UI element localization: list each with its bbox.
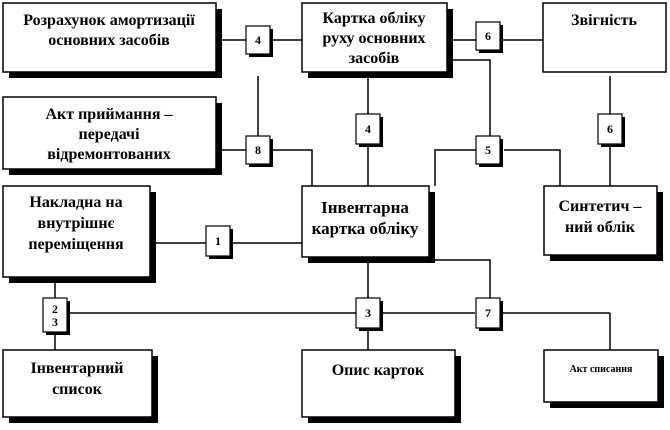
connector-inventory-tag7 — [430, 259, 491, 298]
box-reconciliation: Звігність — [542, 2, 667, 73]
box-inventory-list-line1: Інвентарний — [30, 360, 123, 377]
box-amortization-line1: Розрахунок амортизації — [23, 12, 195, 29]
box-inventory-card-line1: Інвентарна — [321, 198, 409, 217]
tag-invoice-list-line2: 3 — [52, 315, 58, 329]
tag-inventory-description: 3 — [355, 297, 383, 331]
box-internal-invoice-line1: Накладна на — [29, 194, 122, 211]
box-movement-card-line3: засобів — [349, 50, 400, 67]
box-writeoff-act-line1: Акт списання — [570, 364, 633, 375]
svg-text:8: 8 — [255, 143, 261, 157]
tag-movement-recon: 6 — [475, 21, 503, 53]
box-inventory-card-line2: картка обліку — [312, 219, 419, 238]
box-writeoff-act: Акт списання — [543, 349, 664, 408]
tag-inventory-writeoff: 7 — [475, 297, 503, 331]
tag-invoice-list-line1: 2 — [52, 302, 58, 316]
tag-acceptance: 8 — [245, 135, 273, 167]
tag-movement-inventory: 4 — [355, 113, 383, 147]
tag-movement-synthetic: 5 — [475, 135, 503, 167]
box-cards-description-line1: Опис карток — [332, 362, 425, 379]
connectors — [54, 39, 611, 350]
box-movement-card: Картка обліку руху основних засобів — [301, 2, 453, 78]
connector-tag5-right — [504, 149, 561, 186]
box-movement-card-line2: руху основних — [322, 30, 425, 47]
box-acceptance-act-line3: відремонтованих — [47, 146, 170, 163]
box-acceptance-act: Акт приймання – передачі відремонтованих — [2, 96, 222, 175]
svg-text:6: 6 — [607, 122, 613, 136]
box-internal-invoice-line2: внутрішнє — [38, 215, 115, 232]
tag-recon-synthetic: 6 — [597, 113, 625, 147]
svg-text:6: 6 — [485, 29, 491, 43]
box-synthetic: Синтетич – ний облік — [543, 185, 663, 261]
box-inventory-list-line2: список — [52, 381, 103, 398]
box-acceptance-act-line2: передачі — [78, 126, 140, 143]
tag-amort-movement: 4 — [245, 25, 273, 57]
box-amortization: Розрахунок амортизації основних засобів — [2, 2, 222, 78]
box-internal-invoice: Накладна на внутрішнє переміщення — [2, 185, 156, 283]
svg-text:4: 4 — [255, 33, 261, 47]
svg-text:1: 1 — [215, 234, 221, 248]
box-synthetic-line2: ний облік — [565, 219, 636, 236]
tag-invoice-inventory: 1 — [205, 225, 233, 259]
connector-tag5-left — [434, 149, 476, 186]
box-movement-card-line1: Картка обліку — [323, 10, 426, 27]
box-internal-invoice-line3: переміщення — [28, 236, 124, 253]
box-amortization-line2: основних засобів — [48, 32, 170, 49]
box-reconciliation-line1: Звігність — [571, 12, 637, 29]
svg-text:7: 7 — [485, 306, 491, 320]
box-acceptance-act-line1: Акт приймання – — [45, 106, 173, 123]
svg-text:4: 4 — [365, 122, 371, 136]
svg-text:5: 5 — [485, 143, 491, 157]
svg-text:23: 23 — [52, 302, 58, 329]
box-synthetic-line1: Синтетич – — [558, 198, 642, 215]
connector-movement-tag5 — [450, 59, 491, 136]
box-cards-description: Опис карток — [301, 349, 461, 423]
box-inventory-list: Інвентарний список — [2, 349, 158, 423]
box-inventory-card: Інвентарна картка обліку — [301, 185, 435, 263]
svg-text:3: 3 — [365, 306, 371, 320]
